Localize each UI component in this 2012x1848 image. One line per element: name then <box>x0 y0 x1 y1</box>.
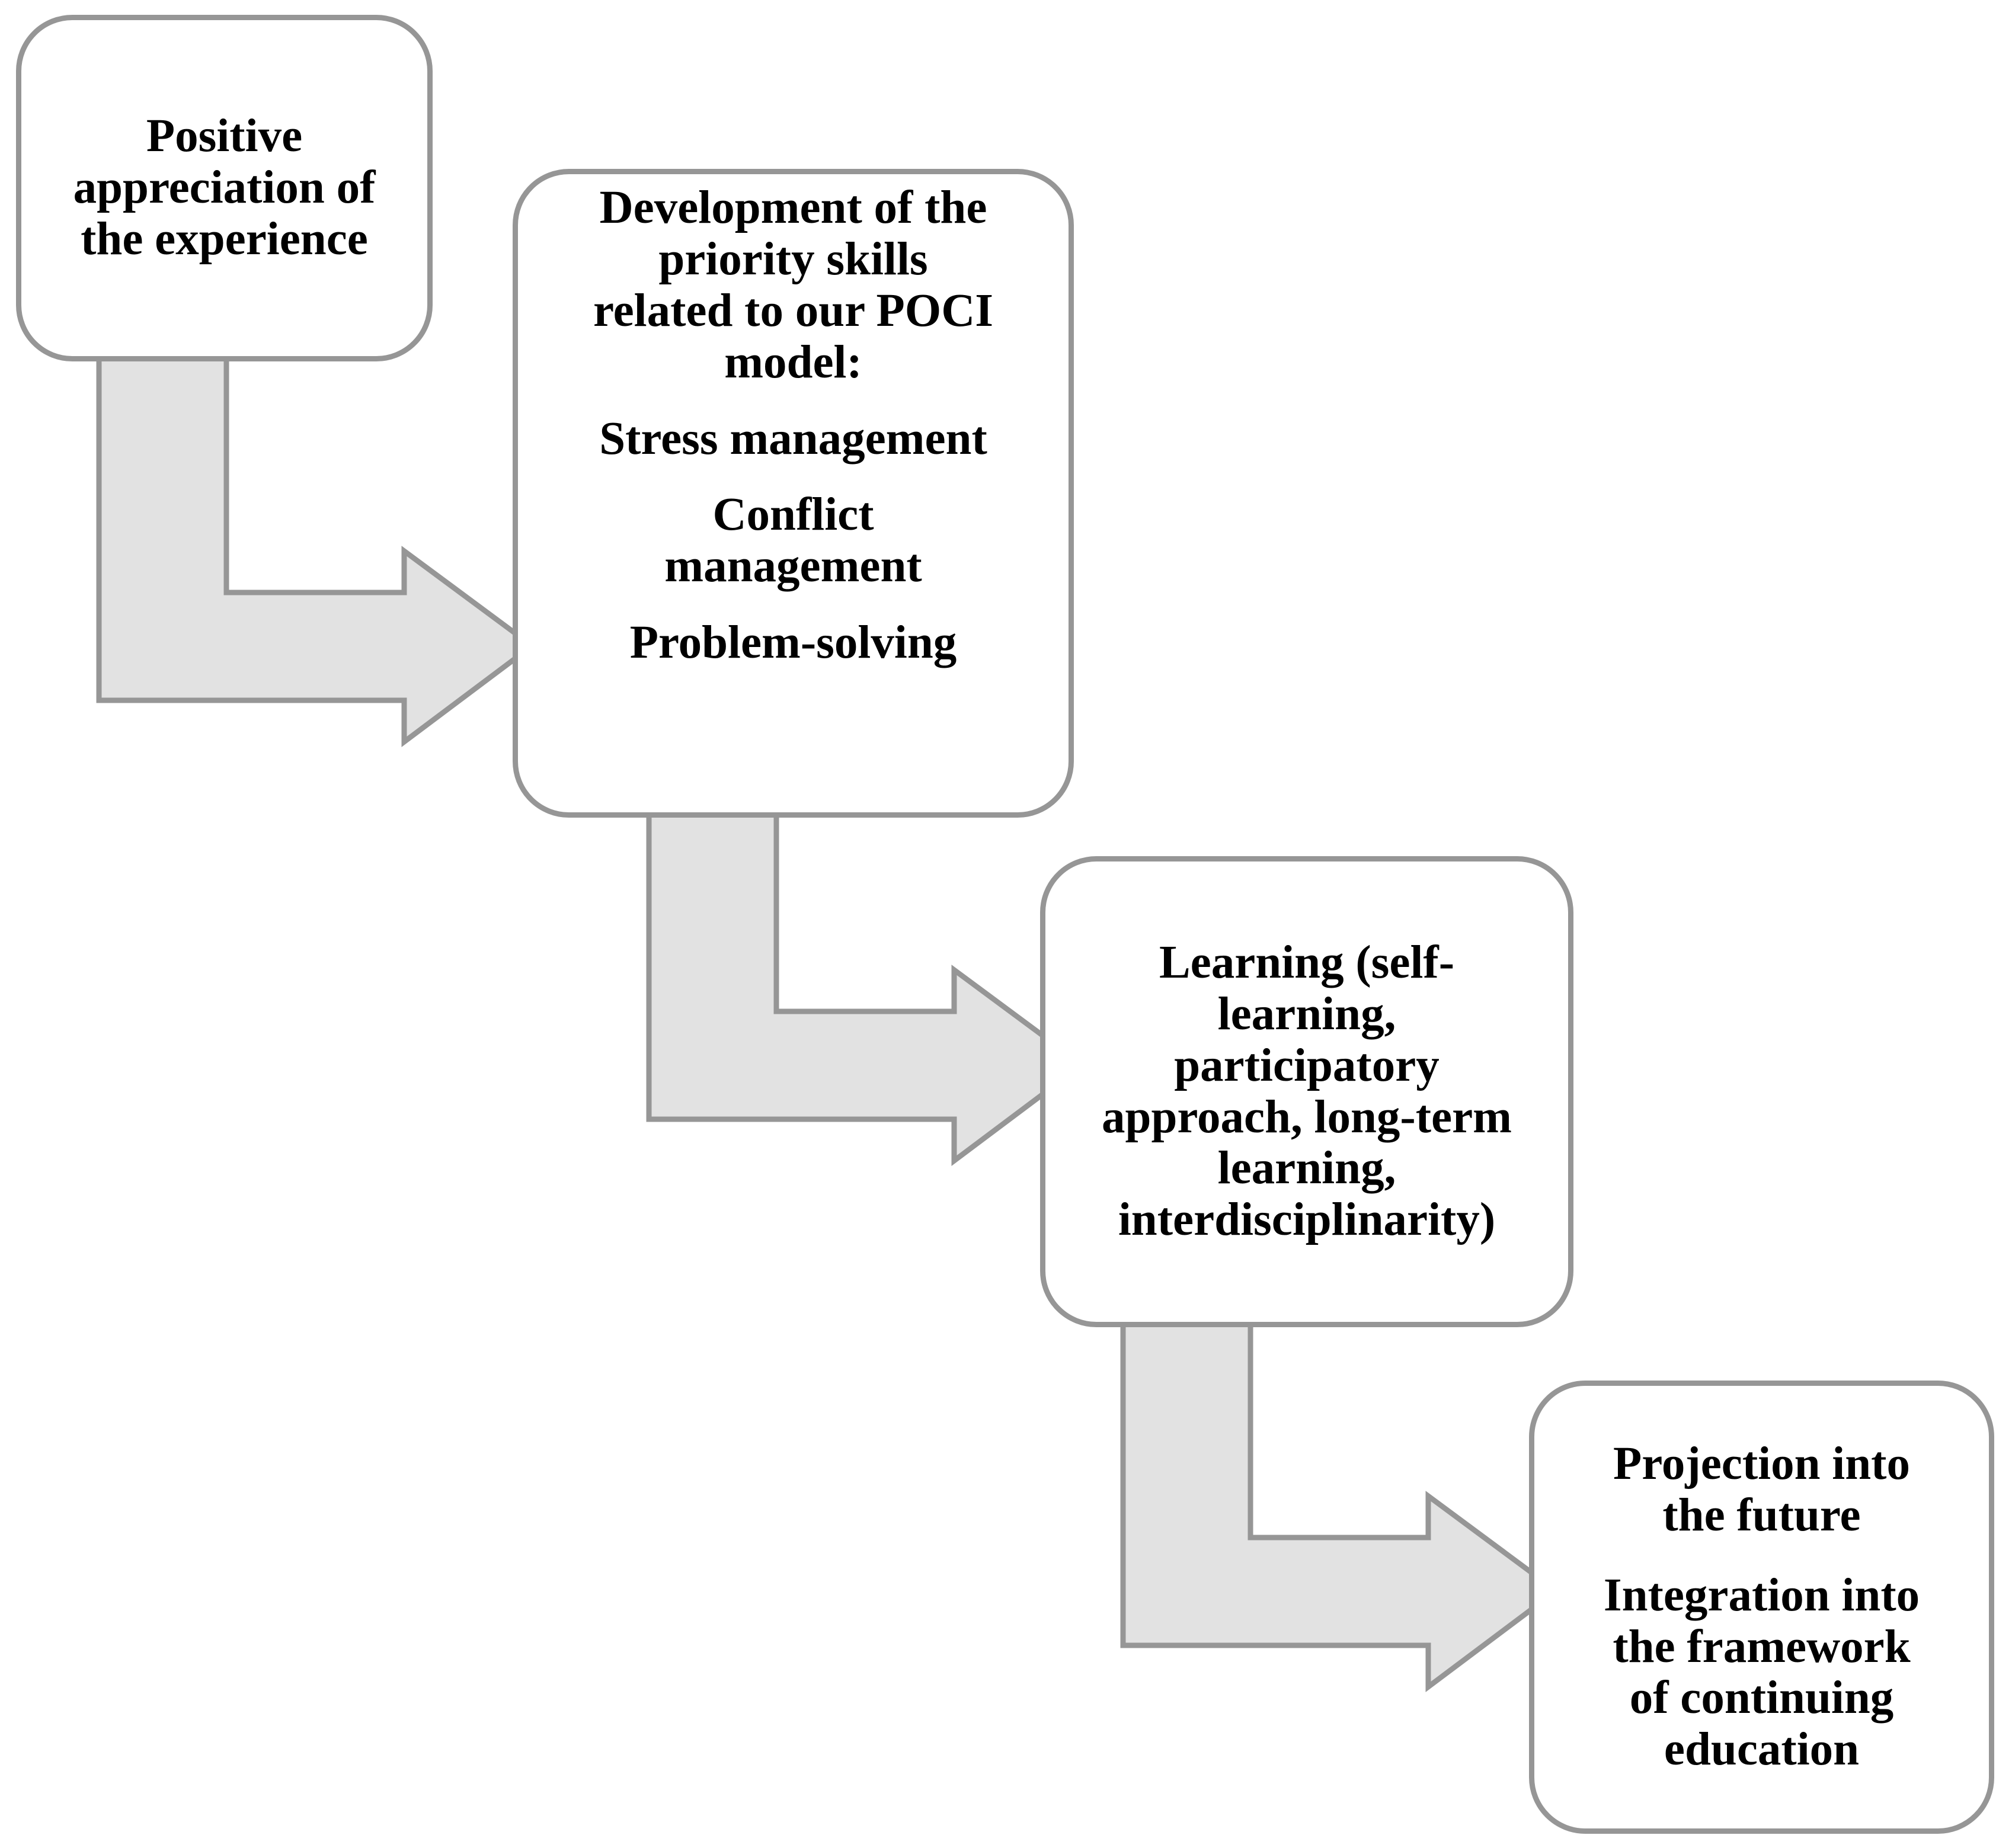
node-projection-line-4: the framework <box>1613 1620 1911 1673</box>
node-projection-line-3: Integration into <box>1603 1569 1920 1621</box>
node-learning-line-2: learning, <box>1217 988 1396 1040</box>
node-priority-skills-heading-4: model: <box>724 336 862 388</box>
node-priority-skills-item-conflict-line-1: Conflict <box>712 489 874 541</box>
node-projection: Projection into the future Integration i… <box>1529 1381 1994 1834</box>
node-learning-line-4: approach, long-term <box>1102 1091 1512 1143</box>
node-priority-skills-item-stress: Stress management <box>599 412 987 465</box>
bent-arrow-skills-to-learning <box>646 808 1087 1166</box>
node-projection-line-2: the future <box>1662 1489 1861 1541</box>
node-positive-appreciation-line-1: Positive <box>146 110 303 162</box>
node-positive-appreciation-line-3: the experience <box>81 213 368 265</box>
node-learning-line-3: participatory <box>1174 1039 1440 1091</box>
node-projection-line-1: Projection into <box>1613 1437 1910 1490</box>
node-priority-skills-heading-1: Development of the <box>599 182 987 233</box>
node-projection-line-5: of continuing <box>1629 1672 1894 1724</box>
node-projection-line-6: education <box>1664 1724 1860 1776</box>
node-learning: Learning (self- learning, participatory … <box>1040 856 1573 1327</box>
node-priority-skills-item-conflict-line-2: management <box>664 540 922 592</box>
node-learning-line-5: learning, <box>1217 1142 1396 1194</box>
node-priority-skills: Development of the priority skills relat… <box>513 169 1074 818</box>
bent-arrow-learning-to-projection <box>1120 1317 1561 1692</box>
node-priority-skills-item-problem-solving: Problem-solving <box>629 617 957 669</box>
node-learning-line-1: Learning (self- <box>1159 936 1455 988</box>
node-priority-skills-heading-3: related to our POCI <box>593 284 994 337</box>
node-priority-skills-heading-2: priority skills <box>658 233 928 285</box>
node-positive-appreciation: Positive appreciation of the experience <box>16 15 433 361</box>
node-learning-line-6: interdisciplinarity) <box>1118 1194 1496 1246</box>
node-positive-appreciation-line-2: appreciation of <box>73 162 376 214</box>
bent-arrow-positive-to-skills <box>96 350 537 747</box>
